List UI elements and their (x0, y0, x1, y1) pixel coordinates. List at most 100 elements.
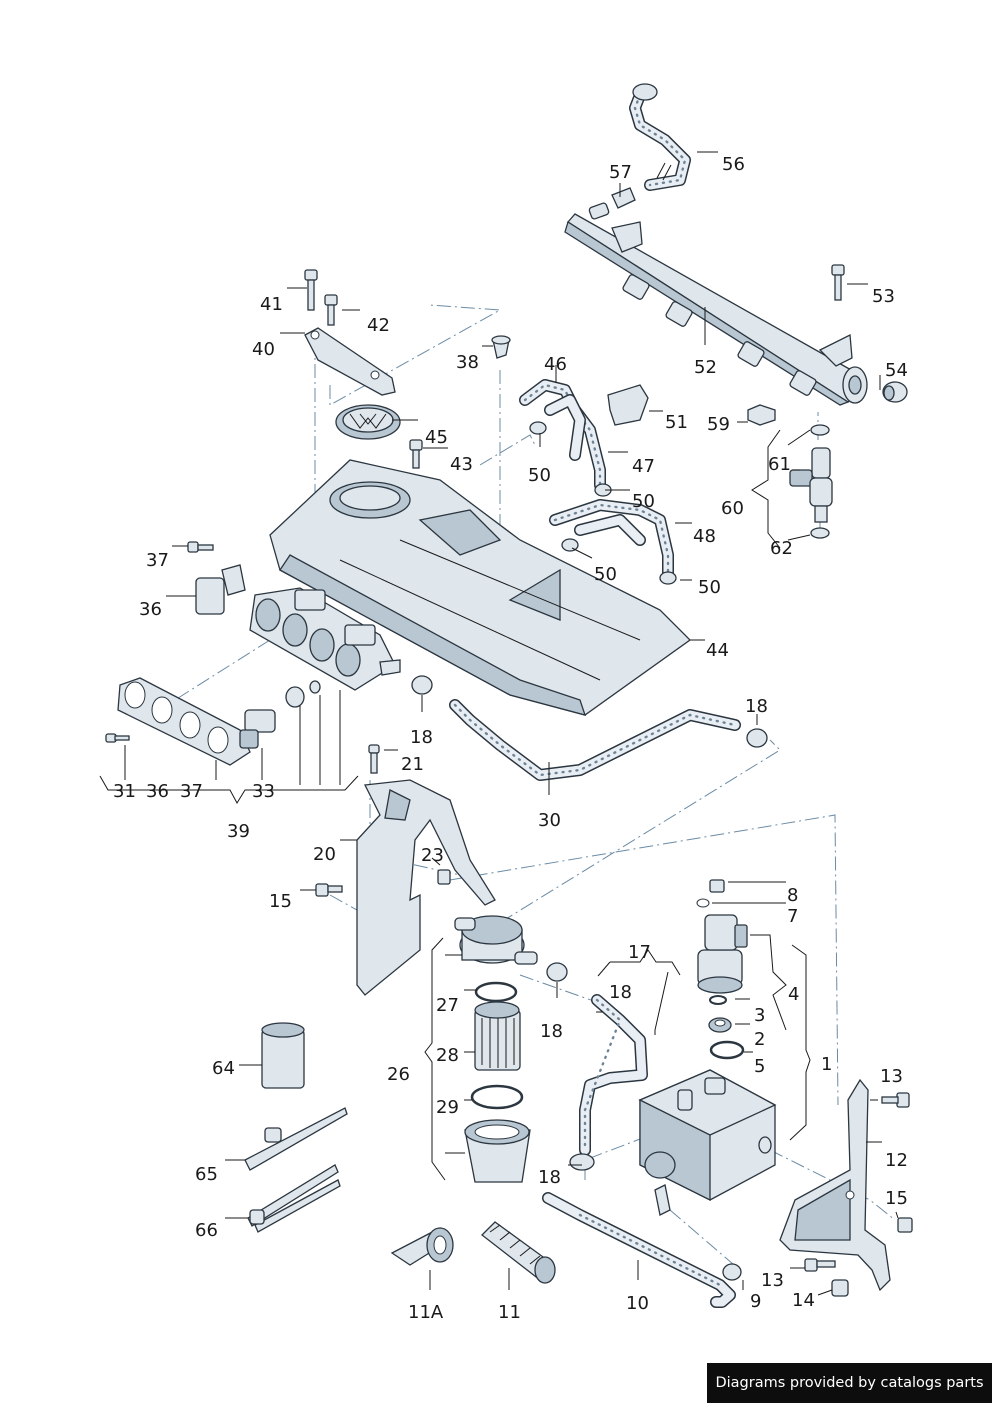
label-18c: 18 (609, 982, 632, 1003)
cable-tie-66 (247, 1164, 341, 1233)
label-47: 47 (632, 456, 655, 477)
o-ring-27 (474, 981, 518, 1003)
footer-credit: Diagrams provided by catalogs parts (707, 1363, 992, 1403)
label-60: 60 (721, 498, 744, 519)
part-59 (747, 404, 776, 426)
bolt-31 (105, 733, 130, 743)
filter-bowl (464, 1119, 531, 1183)
label-43: 43 (450, 454, 473, 475)
ring-2 (709, 1040, 745, 1060)
label-45: 45 (425, 427, 448, 448)
manifold-block (249, 587, 401, 691)
valve-7 (697, 914, 748, 994)
hose-10 (542, 1192, 736, 1308)
clamps-18-upper (411, 675, 768, 748)
label-15b: 15 (885, 1188, 908, 1209)
sensor-36 (195, 564, 246, 615)
label-10: 10 (626, 1293, 649, 1314)
nut-14 (831, 1279, 849, 1297)
label-21: 21 (401, 754, 424, 775)
bolt-21 (368, 744, 380, 774)
label-61: 61 (768, 454, 791, 475)
label-20: 20 (313, 844, 336, 865)
label-28: 28 (436, 1045, 459, 1066)
bolt-53 (831, 264, 845, 301)
hose-30 (449, 699, 741, 781)
clamp-18-filter (546, 962, 568, 982)
label-65: 65 (195, 1164, 218, 1185)
label-18d: 18 (540, 1021, 563, 1042)
label-50b: 50 (632, 491, 655, 512)
label-4: 4 (788, 984, 799, 1005)
label-44: 44 (706, 640, 729, 661)
valve-33 (239, 680, 321, 749)
fuel-rail (564, 202, 868, 406)
hose-48 (549, 499, 674, 578)
hose-17 (569, 994, 648, 1171)
label-62: 62 (770, 538, 793, 559)
nut-23 (437, 869, 451, 885)
label-57: 57 (609, 162, 632, 183)
label-3: 3 (754, 1005, 765, 1026)
label-1: 1 (821, 1054, 832, 1075)
label-15a: 15 (269, 891, 292, 912)
label-51: 51 (665, 412, 688, 433)
label-36a: 36 (139, 599, 162, 620)
label-13b: 13 (761, 1270, 784, 1291)
label-11a: 11A (408, 1302, 444, 1323)
tape-11a (390, 1227, 454, 1266)
label-31: 31 (113, 781, 136, 802)
injector-60 (789, 424, 833, 539)
label-39: 39 (227, 821, 250, 842)
gasket-37 (117, 677, 251, 766)
label-50c: 50 (594, 564, 617, 585)
bolt-15-right (897, 1217, 913, 1233)
label-12: 12 (885, 1150, 908, 1171)
label-23: 23 (421, 845, 444, 866)
label-50d: 50 (698, 577, 721, 598)
label-59: 59 (707, 414, 730, 435)
label-37b: 37 (180, 781, 203, 802)
cable-tie-65 (244, 1107, 348, 1171)
guide-lines (174, 304, 896, 1271)
filter-element-28 (474, 1001, 521, 1071)
o-ring-small (709, 995, 727, 1005)
label-50a: 50 (528, 465, 551, 486)
intake-cover-44 (269, 459, 692, 716)
label-7: 7 (787, 906, 798, 927)
label-48: 48 (693, 526, 716, 547)
filter-head-26 (454, 915, 538, 965)
bolt-13-lower (804, 1258, 836, 1272)
label-8: 8 (787, 885, 798, 906)
end-cap-54 (882, 381, 908, 403)
leader-lines (99, 151, 899, 1296)
part-labels: 56 57 53 52 54 51 59 61 60 62 46 38 47 5… (113, 154, 908, 1323)
bolt-41 (304, 269, 318, 311)
label-36b: 36 (146, 781, 169, 802)
label-2: 2 (754, 1029, 765, 1050)
label-38: 38 (456, 352, 479, 373)
holder-51 (607, 384, 649, 426)
bolt-43 (409, 439, 423, 469)
bolt-42 (324, 294, 338, 326)
label-40: 40 (252, 339, 275, 360)
sleeve-11 (481, 1221, 556, 1284)
filter-64 (261, 1022, 305, 1089)
label-56: 56 (722, 154, 745, 175)
pump-block-1 (638, 1069, 777, 1216)
bolt-15 (315, 883, 343, 897)
label-9: 9 (750, 1291, 761, 1312)
label-27: 27 (436, 995, 459, 1016)
label-41: 41 (260, 294, 283, 315)
label-54: 54 (885, 360, 908, 381)
label-66: 66 (195, 1220, 218, 1241)
label-46: 46 (544, 354, 567, 375)
hose-56 (629, 83, 691, 191)
label-14: 14 (792, 1290, 815, 1311)
label-30: 30 (538, 810, 561, 831)
label-29: 29 (436, 1097, 459, 1118)
label-18b: 18 (745, 696, 768, 717)
label-42: 42 (367, 315, 390, 336)
label-64: 64 (212, 1058, 235, 1079)
